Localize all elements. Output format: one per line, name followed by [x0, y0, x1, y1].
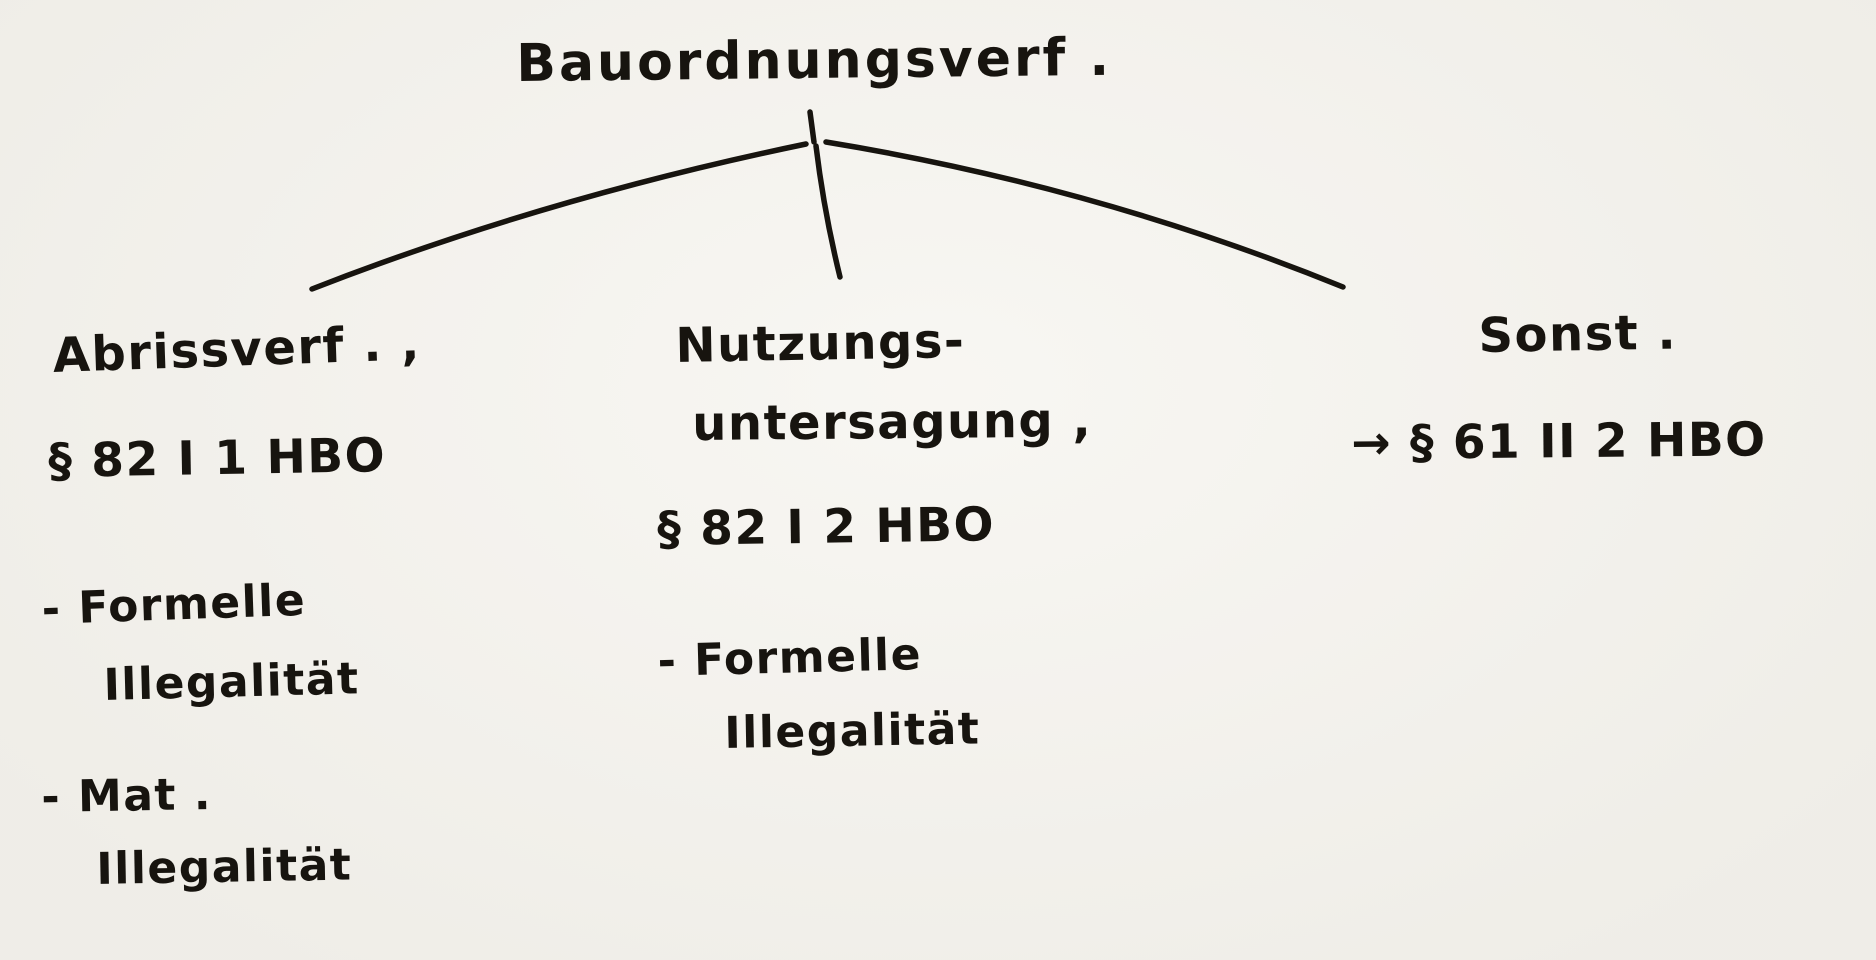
root-node-label: Bauordnungsverf .	[515, 27, 1113, 94]
branch-left-bullet-2-line-2: Illegalität	[95, 839, 353, 895]
branch-line-middle	[813, 143, 843, 280]
branch-left-bullet-1-line-2: Illegalität	[102, 653, 361, 711]
branch-middle-heading-line-1: Nutzungs-	[674, 312, 966, 374]
branch-middle-heading-line-3: § 82 I 2 HBO	[656, 497, 996, 557]
branch-middle-bullet-1-line-1: - Formelle	[656, 629, 923, 687]
branch-line-left	[309, 141, 809, 292]
branch-right-heading-line-1: Sonst .	[1477, 304, 1678, 364]
branch-line-right	[823, 139, 1346, 290]
branch-left-heading-line-2: § 82 I 1 HBO	[47, 428, 387, 489]
branch-middle-bullet-1-line-2: Illegalität	[723, 703, 981, 759]
branch-line-stub	[807, 109, 817, 145]
branch-left-bullet-2-line-1: - Mat .	[40, 769, 213, 823]
branch-left-heading-line-1: Abrissverf . ,	[51, 315, 422, 384]
branch-left-bullet-1-line-1: - Formelle	[40, 574, 307, 635]
branch-right-reference-line: → § 61 II 2 HBO	[1350, 412, 1767, 471]
branch-middle-heading-line-2: untersagung ,	[691, 392, 1093, 452]
